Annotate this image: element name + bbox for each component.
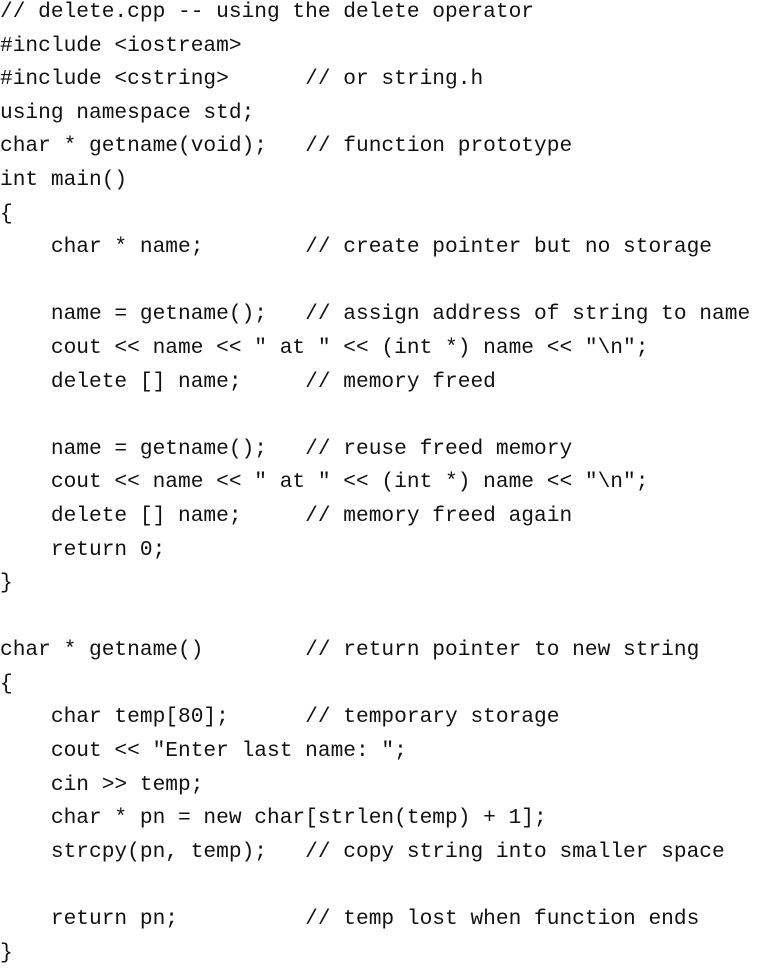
code-line: cout << name << " at " << (int *) name <… [0, 335, 649, 360]
code-line: // delete.cpp -- using the delete operat… [0, 0, 535, 24]
code-line: { [0, 201, 13, 226]
code-line: cout << name << " at " << (int *) name <… [0, 470, 649, 495]
code-line: #include <iostream> [0, 33, 242, 58]
code-line: delete [] name; // memory freed again [0, 503, 573, 528]
code-line: cin >> temp; [0, 772, 204, 797]
code-line: #include <cstring> // or string.h [0, 67, 484, 92]
code-line: return pn; // temp lost when function en… [0, 907, 700, 932]
code-line: char temp[80]; // temporary storage [0, 705, 560, 730]
code-line [0, 403, 776, 437]
code-line [0, 873, 776, 907]
code-line: return 0; [0, 537, 166, 562]
code-line [0, 269, 776, 303]
code-line: name = getname(); // assign address of s… [0, 302, 751, 327]
code-line: name = getname(); // reuse freed memory [0, 436, 573, 461]
code-line: char * getname(void); // function protot… [0, 134, 573, 159]
code-line: char * getname() // return pointer to ne… [0, 638, 700, 663]
code-line [0, 605, 776, 639]
code-line: cout << "Enter last name: "; [0, 739, 407, 764]
code-line: } [0, 940, 13, 965]
code-line: using namespace std; [0, 100, 255, 125]
code-line: delete [] name; // memory freed [0, 369, 496, 394]
code-line: int main() [0, 167, 128, 192]
code-line: } [0, 571, 13, 596]
code-line: char * pn = new char[strlen(temp) + 1]; [0, 806, 547, 831]
code-line: char * name; // create pointer but no st… [0, 235, 713, 260]
code-line: { [0, 671, 13, 696]
code-line: strcpy(pn, temp); // copy string into sm… [0, 839, 725, 864]
